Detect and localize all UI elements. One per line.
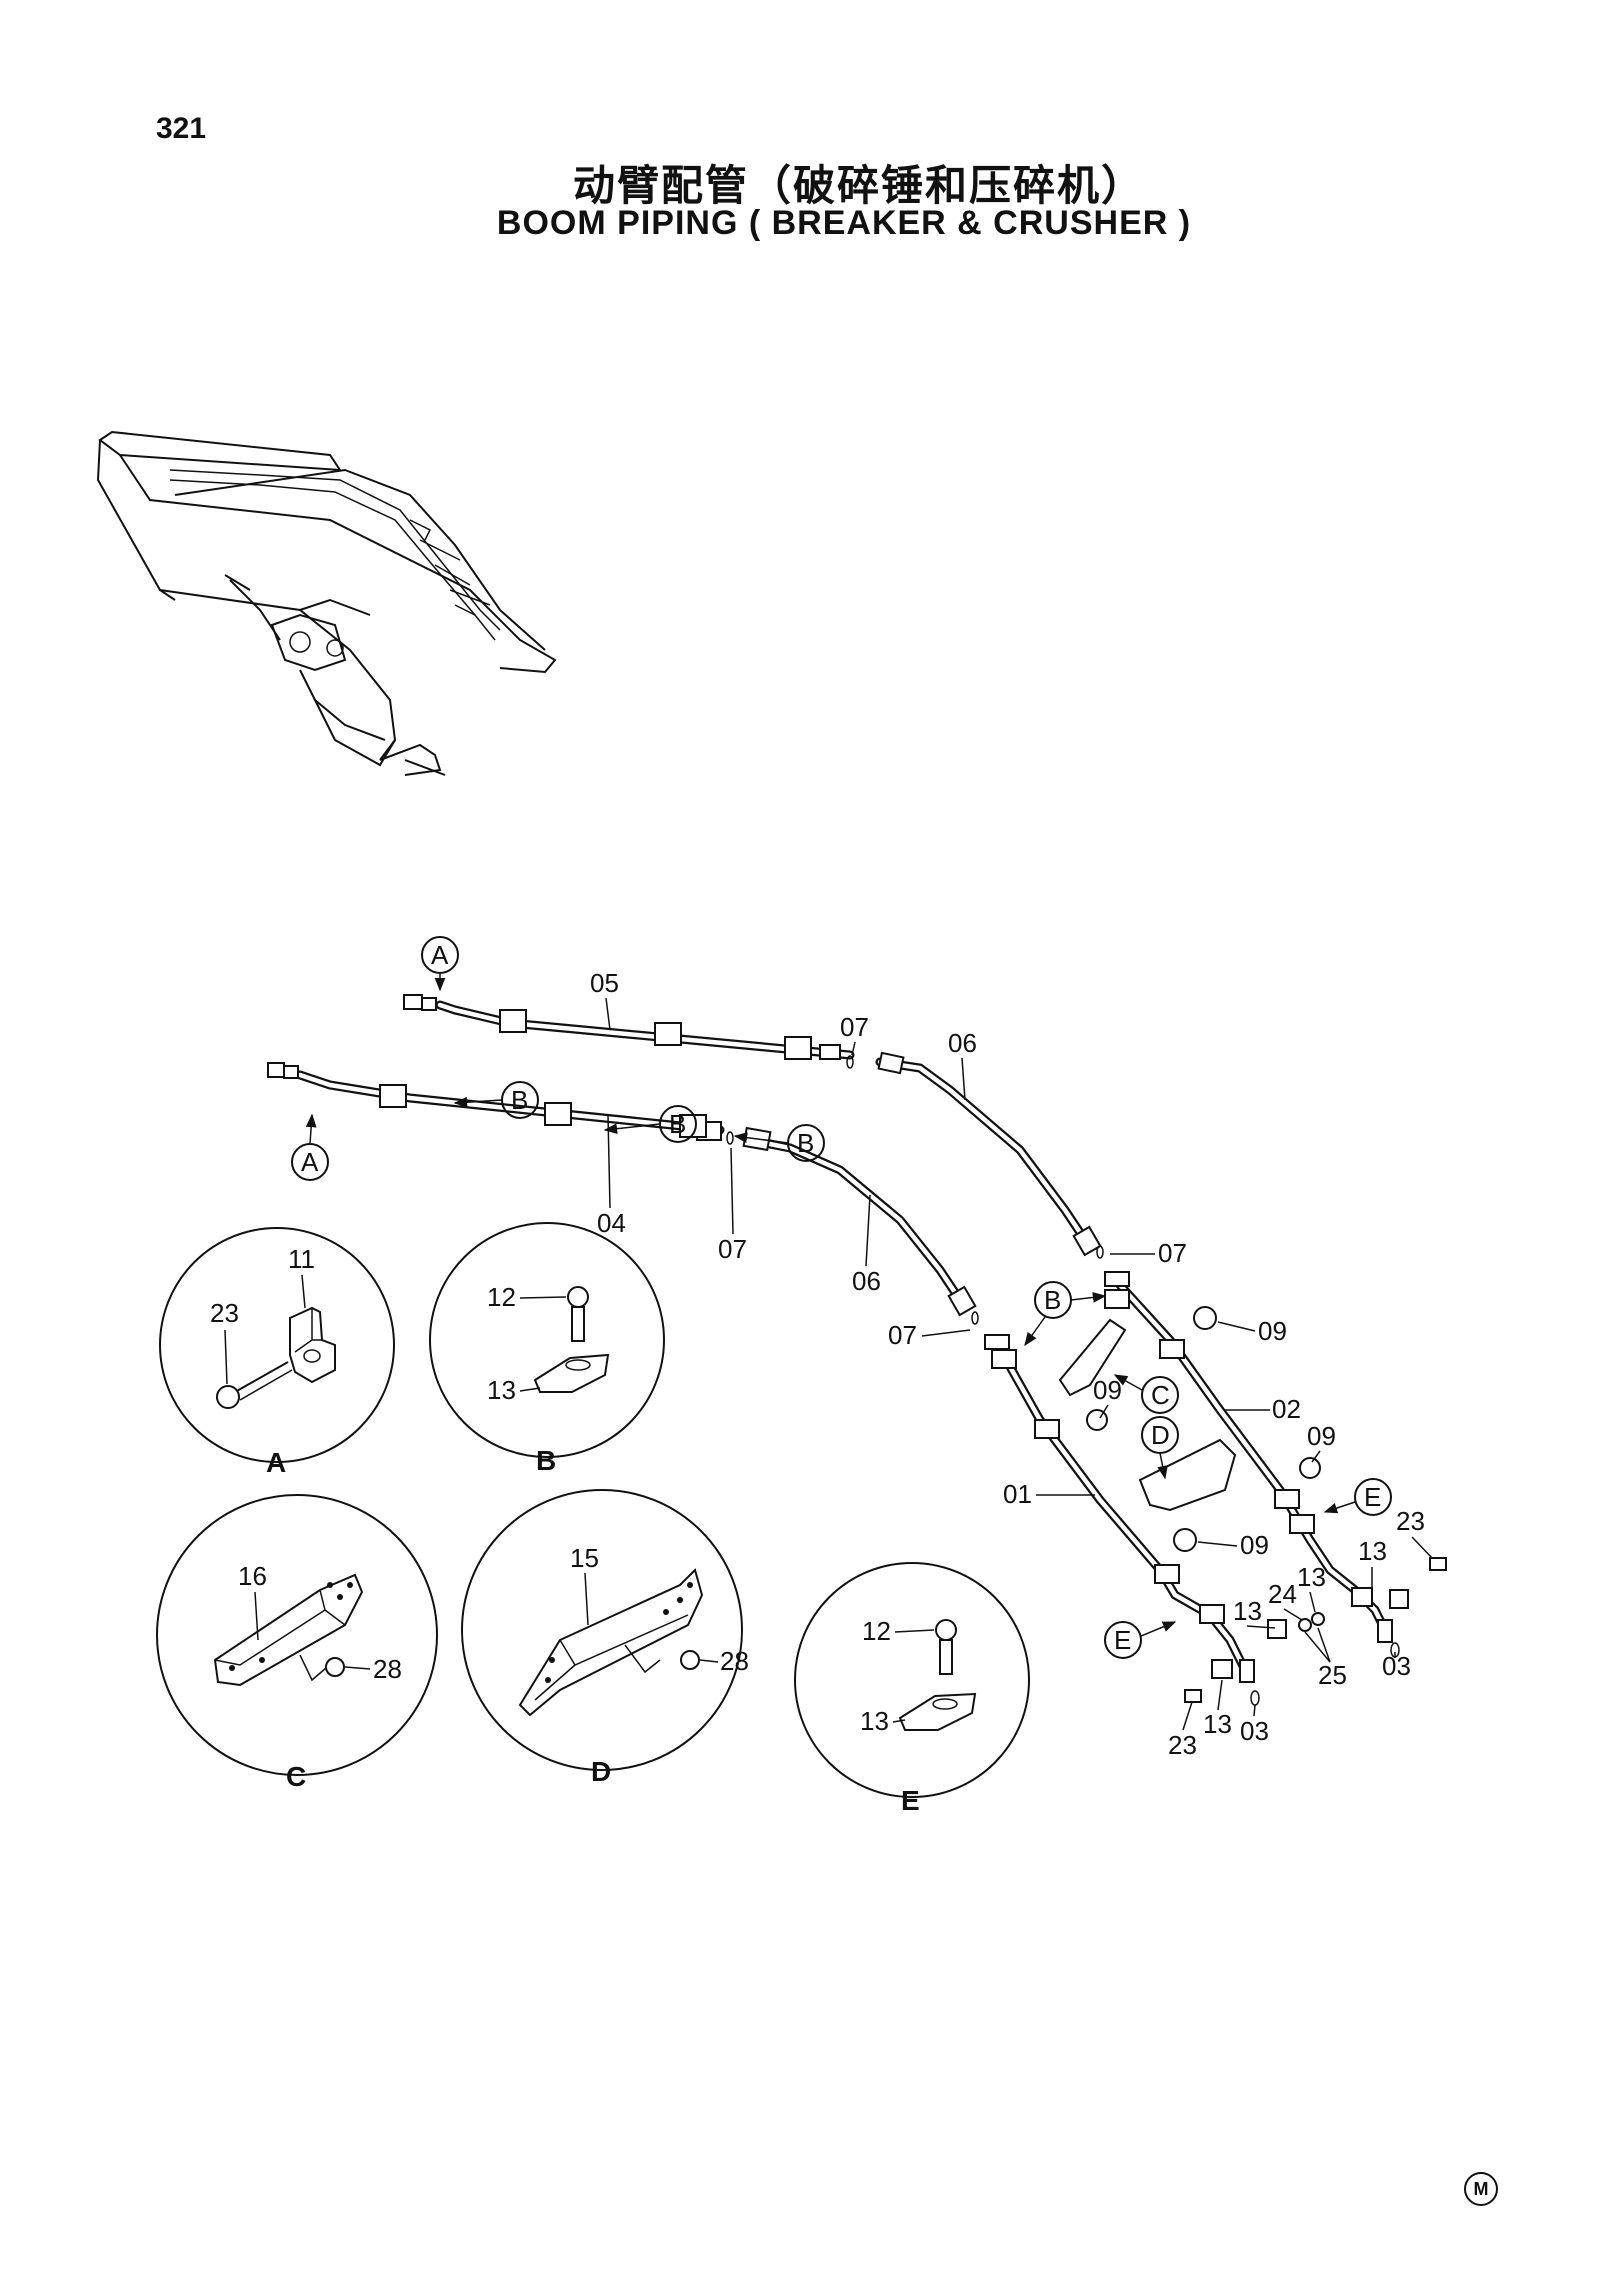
detail-caption: A	[266, 1447, 286, 1478]
hose-06-upper	[875, 1057, 1090, 1245]
page-number: 321	[156, 112, 207, 145]
label-05: 05	[590, 968, 619, 998]
fittings	[267, 994, 1447, 1706]
detail-view-a: A 11 23	[159, 1227, 395, 1478]
label-13: 13	[1233, 1596, 1262, 1626]
callout-letter: E	[1114, 1625, 1131, 1655]
label-15: 15	[570, 1543, 599, 1573]
label-07: 07	[1158, 1238, 1187, 1268]
label-23: 23	[1396, 1506, 1425, 1536]
main-callouts: A A B B B B C	[291, 936, 1392, 1659]
title-english: BOOM PIPING ( BREAKER & CRUSHER )	[496, 204, 1192, 242]
label-23: 23	[210, 1298, 239, 1328]
callout-letter: B	[669, 1109, 686, 1139]
label-03: 03	[1382, 1651, 1411, 1681]
label-03: 03	[1240, 1716, 1269, 1746]
label-07: 07	[888, 1320, 917, 1350]
label-06: 06	[852, 1266, 881, 1296]
label-13: 13	[487, 1375, 516, 1405]
callout-letter: B	[797, 1128, 814, 1158]
label-09: 09	[1258, 1316, 1287, 1346]
label-12: 12	[862, 1616, 891, 1646]
callout-letter: B	[1044, 1285, 1061, 1315]
excavator-overview-drawing	[96, 430, 557, 776]
detail-caption: B	[536, 1445, 556, 1476]
label-28: 28	[373, 1654, 402, 1684]
callout-circle	[1354, 1478, 1392, 1516]
label-09: 09	[1240, 1530, 1269, 1560]
label-13: 13	[1203, 1709, 1232, 1739]
label-07: 07	[840, 1012, 869, 1042]
callout-letter: B	[511, 1085, 528, 1115]
detail-caption: D	[591, 1756, 611, 1787]
label-01: 01	[1003, 1479, 1032, 1509]
corner-mark: M	[1464, 2172, 1498, 2206]
main-part-labels: 05 07 06 04 07 06 07 07 09 09 02 09 01	[590, 968, 1433, 1760]
label-28: 28	[720, 1646, 749, 1676]
label-13: 13	[860, 1706, 889, 1736]
label-02: 02	[1272, 1394, 1301, 1424]
detail-caption: C	[286, 1761, 306, 1792]
label-09: 09	[1093, 1375, 1122, 1405]
label-04: 04	[597, 1208, 626, 1238]
pipe-04	[295, 1070, 725, 1135]
detail-view-b: B 12 13	[429, 1222, 665, 1476]
label-13: 13	[1297, 1562, 1326, 1592]
callout-letter: C	[1151, 1380, 1170, 1410]
label-23: 23	[1168, 1730, 1197, 1760]
label-09: 09	[1307, 1421, 1336, 1451]
label-24: 24	[1268, 1579, 1297, 1609]
callout-letter: A	[301, 1147, 319, 1177]
label-12: 12	[487, 1282, 516, 1312]
detail-view-e: E 12 13	[794, 1562, 1030, 1816]
callout-letter: E	[1364, 1482, 1381, 1512]
title-chinese: 动臂配管（破碎锤和压碎机）	[572, 161, 1145, 210]
callout-letter: D	[1151, 1420, 1170, 1450]
label-13: 13	[1358, 1536, 1387, 1566]
label-11: 11	[288, 1244, 315, 1274]
label-06: 06	[948, 1028, 977, 1058]
label-25: 25	[1318, 1660, 1347, 1690]
callout-circle	[1141, 1376, 1179, 1414]
detail-view-c: C 16 28	[156, 1494, 438, 1792]
callout-letter: A	[431, 940, 449, 970]
detail-caption: E	[901, 1785, 920, 1816]
detail-view-d: D 15 28	[461, 1489, 749, 1787]
label-07: 07	[718, 1234, 747, 1264]
label-16: 16	[238, 1561, 267, 1591]
callout-circle	[1104, 1621, 1142, 1659]
